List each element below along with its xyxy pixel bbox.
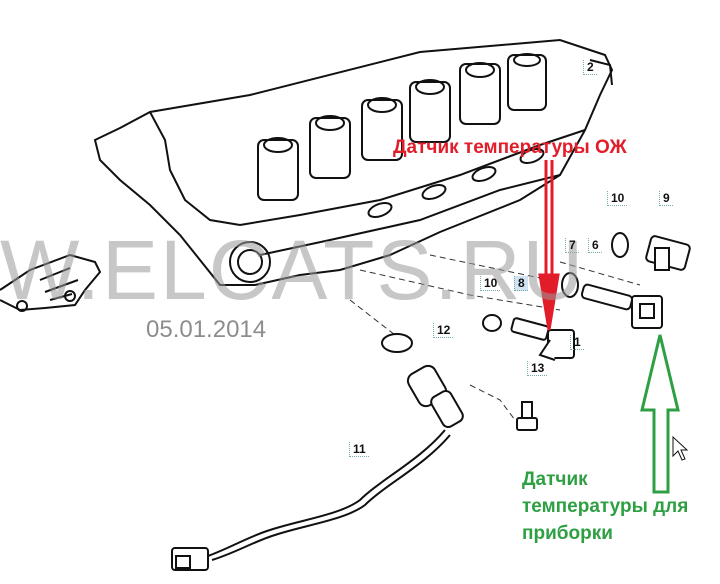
gauge-temp-sensor <box>580 283 663 329</box>
coolant-sensor-annotation: Датчик температуры ОЖ <box>393 137 627 158</box>
green-arrow <box>640 334 680 494</box>
part-label-11: 11 <box>349 442 369 457</box>
part-label-10-upper: 10 <box>607 191 628 206</box>
red-arrow <box>538 160 560 331</box>
cursor-arrow-icon <box>672 435 689 461</box>
cable-sensor-part-11 <box>171 364 464 571</box>
gauge-sensor-line1: Датчик <box>522 469 588 490</box>
part-label-7: 7 <box>565 238 579 253</box>
part-label-8: 8 <box>514 276 528 291</box>
cylinder-head <box>93 38 614 286</box>
gauge-sensor-line2: температуры для <box>522 496 689 517</box>
coolant-temp-sensor <box>510 317 575 361</box>
watermark-text: W.ELCATS.RU <box>0 223 586 317</box>
leader-lines <box>349 254 641 421</box>
fitting-part-9 <box>645 235 691 271</box>
watermark-date: 05.01.2014 <box>146 316 267 343</box>
part-label-13: 13 <box>527 361 548 376</box>
part-label-10-lower: 10 <box>480 276 501 291</box>
part-label-1: 1 <box>570 335 584 350</box>
bolt-part-13 <box>516 401 538 431</box>
bracket-fragment <box>0 253 102 312</box>
part-label-9: 9 <box>659 191 673 206</box>
gauge-sensor-annotation: Датчик температуры для приборки <box>522 466 717 547</box>
part-label-2: 2 <box>583 60 597 75</box>
part-label-12: 12 <box>433 323 454 338</box>
gauge-sensor-line3: приборки <box>522 523 613 544</box>
part-label-6: 6 <box>588 238 602 253</box>
washers <box>381 232 629 353</box>
